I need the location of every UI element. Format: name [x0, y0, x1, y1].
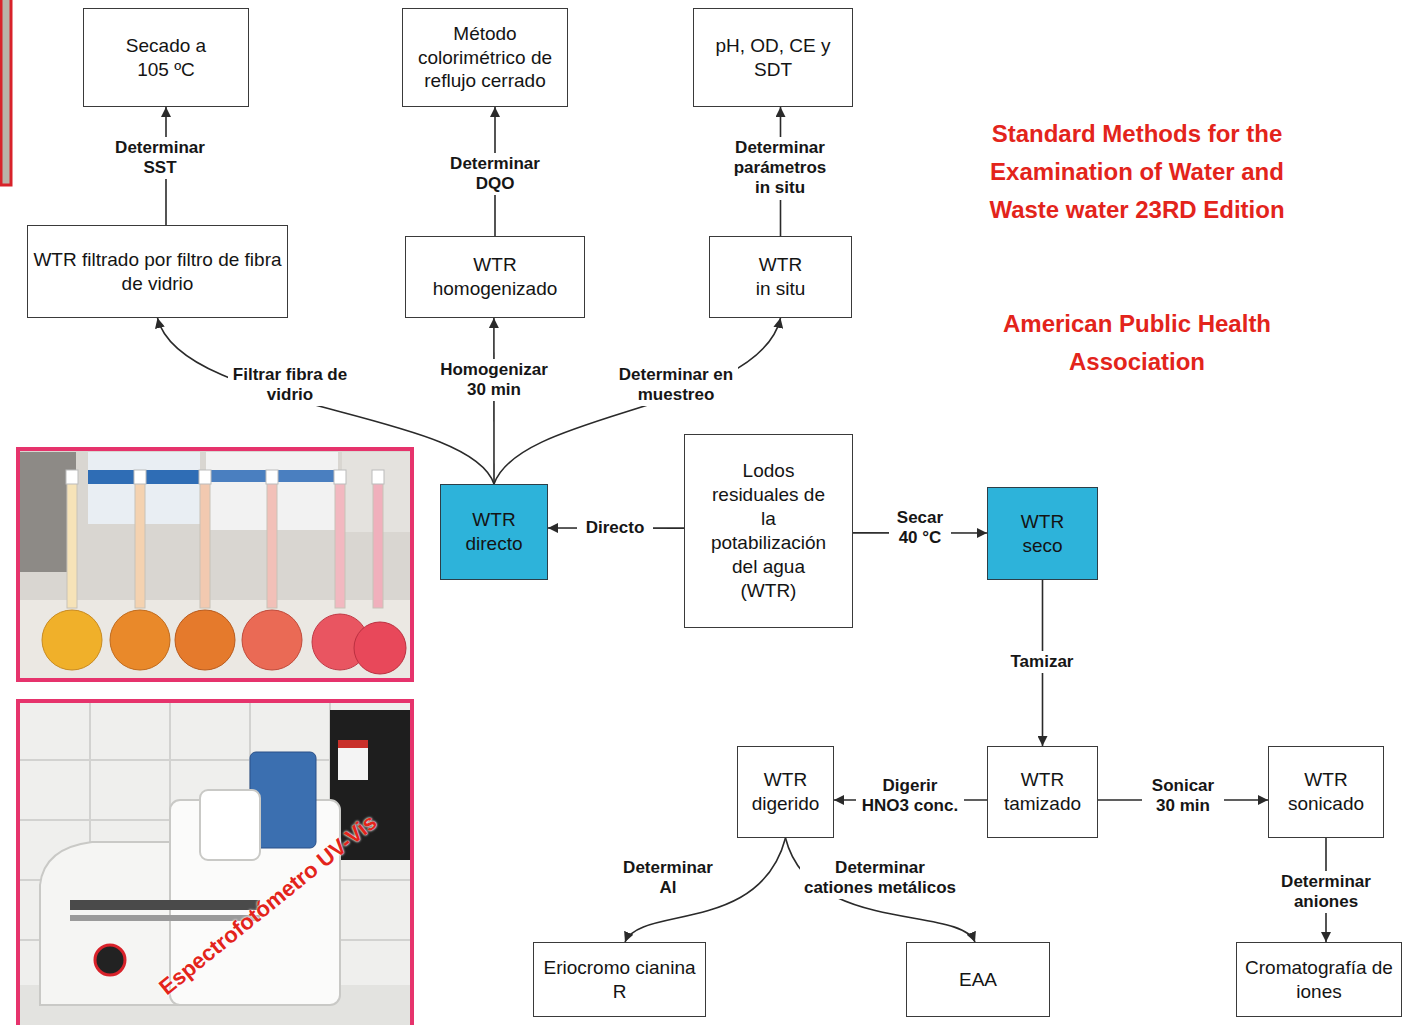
photo-detail [18, 701, 412, 1025]
edge-label: Sonicar 30 min [1142, 775, 1224, 818]
photo-detail [1, 0, 11, 185]
flask [110, 470, 170, 670]
process-box: WTR in situ [709, 236, 852, 318]
edge-label: Homogenizar 30 min [433, 359, 555, 402]
edge-label: Determinar SST [105, 137, 215, 180]
flask [242, 470, 302, 670]
box-text: WTR filtrado por filtro de fibra de vidr… [33, 248, 282, 296]
process-box: Método colorimétrico de reflujo cerrado [402, 8, 568, 107]
photo-detail [199, 470, 211, 484]
photo-detail [175, 610, 235, 670]
edge-label: Directo [577, 517, 653, 539]
reference-note: American Public Health Association [972, 305, 1302, 381]
reference-note: Standard Methods for the Examination of … [972, 115, 1302, 229]
process-box: Secado a 105 ºC [83, 8, 249, 107]
photo-detail [110, 610, 170, 670]
photo-detail [354, 622, 406, 674]
highlight-box: WTR directo [440, 484, 548, 580]
photo-detail [70, 900, 260, 910]
box-text: WTR homogenizado [430, 253, 560, 301]
photo-detail [18, 600, 412, 680]
edge-label: Determinar parámetros in situ [723, 137, 837, 200]
process-box: WTR homogenizado [405, 236, 585, 318]
box-text: Eriocromo cianina R [539, 956, 700, 1004]
photo-detail [338, 740, 368, 780]
photo-detail [18, 701, 412, 1025]
box-text: WTR tamizado [993, 768, 1092, 816]
box-text: WTR in situ [751, 253, 811, 301]
photo-detail [334, 470, 346, 484]
box-text: WTR sonicado [1274, 768, 1378, 816]
edge-label: Filtrar fibra de vidrio [228, 364, 352, 407]
process-box: WTR tamizado [987, 746, 1098, 838]
box-text: EAA [959, 968, 997, 992]
flow-arrow [786, 838, 976, 942]
photo-detail [18, 701, 412, 1025]
process-box: EAA [906, 942, 1050, 1017]
photo-fragment [1, 0, 11, 185]
photo-detail [42, 610, 102, 670]
flask [354, 470, 406, 674]
photo-detail [200, 478, 210, 608]
photo-detail [134, 470, 146, 484]
photo-detail [373, 478, 383, 608]
box-text: WTR digerido [743, 768, 828, 816]
process-box: WTR digerido [737, 746, 834, 838]
photo-detail [67, 478, 77, 608]
photo-caption: Espectrofotómetro UV-Vis [154, 809, 382, 1001]
process-box: pH, OD, CE y SDT [693, 8, 853, 107]
process-box: WTR sonicado [1268, 746, 1384, 838]
box-text: Método colorimétrico de reflujo cerrado [408, 22, 562, 94]
edge-label: Determinar DQO [440, 153, 550, 196]
box-text: pH, OD, CE y SDT [713, 34, 833, 82]
photo-detail [267, 478, 277, 608]
flask [42, 470, 102, 670]
edge-label: Tamizar [1002, 651, 1082, 673]
box-text: WTR seco [1013, 510, 1073, 558]
process-box: Eriocromo cianina R [533, 942, 706, 1017]
edge-label: Determinar aniones [1270, 871, 1382, 914]
box-text: Secado a 105 ºC [116, 34, 216, 82]
process-box: Lodos residuales de la potabilización de… [684, 434, 853, 628]
spectrophotometer-photo [18, 701, 412, 1025]
edge-label: Determinar cationes metálicos [800, 857, 960, 900]
flask [175, 470, 235, 670]
box-text: Cromatografía de iones [1242, 956, 1396, 1004]
flasks-photo [18, 449, 412, 680]
process-box: WTR filtrado por filtro de fibra de vidr… [27, 225, 288, 318]
edge-label: Secar 40 °C [889, 507, 951, 550]
photo-detail [95, 945, 125, 975]
photo-detail [66, 470, 78, 484]
photo-detail [372, 470, 384, 484]
photo-detail [88, 470, 200, 484]
edge-label: Determinar Al [616, 857, 720, 900]
box-text: Lodos residuales de la potabilización de… [706, 459, 831, 603]
highlight-box: WTR seco [987, 487, 1098, 580]
process-box: Cromatografía de iones [1236, 942, 1402, 1017]
photo-detail [338, 740, 368, 748]
photo-detail [266, 470, 278, 484]
photo-detail [18, 449, 412, 680]
box-text: WTR directo [446, 508, 542, 556]
photo-detail [242, 610, 302, 670]
edge-label: Digerir HNO3 conc. [856, 775, 964, 818]
photo-detail [18, 449, 412, 680]
photo-detail [335, 478, 345, 608]
photo-detail [200, 790, 260, 860]
photo-detail [135, 478, 145, 608]
edge-label: Determinar en muestreo [614, 364, 738, 407]
